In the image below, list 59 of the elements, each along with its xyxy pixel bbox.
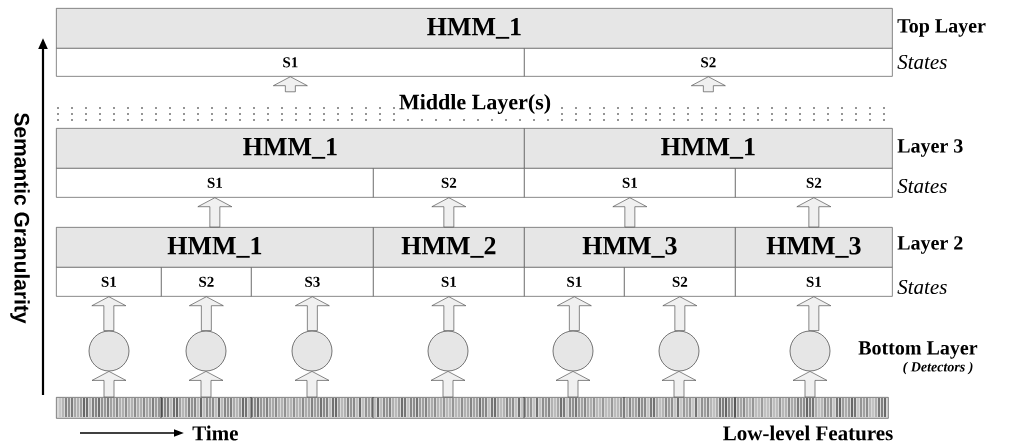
block-arrow [796,197,832,228]
block-arrow [91,371,127,398]
states-label: States [897,54,947,70]
model-box: HMM_3 [524,227,736,268]
state-cell: S1 [56,48,525,77]
detector-circle [552,330,594,372]
block-arrow [273,76,308,93]
axis-label: Semantic Granularity [10,113,30,324]
detector-circle [291,330,333,372]
state-cell: S2 [735,168,893,198]
block-arrow [796,296,832,331]
node-label: Middle Layer(s) [399,94,551,115]
block-arrow [294,371,330,398]
layer-label: Layer 3 [897,139,963,157]
detector-circle [658,330,700,372]
feature-strip [56,396,889,419]
states-label: States [897,279,947,295]
states-label: States [897,178,947,194]
block-arrow [189,296,224,331]
block-arrow [295,296,330,331]
block-arrow [430,371,466,398]
block-arrow [197,197,233,228]
block-arrow [662,296,698,331]
state-cell: S1 [373,267,525,297]
layer-label: Bottom Layer [858,341,978,359]
block-arrow [691,76,726,93]
layer-label: Layer 2 [897,236,963,254]
state-cell: S2 [161,267,252,297]
detector-circle [185,330,227,372]
state-cell: S2 [624,267,736,297]
state-cell: S1 [56,267,162,297]
dotted-band: Middle Layer(s) [57,92,885,121]
block-arrow [557,296,592,331]
state-cell: S2 [373,168,525,198]
detector-circle [88,330,130,372]
model-box: HMM_1 [524,128,893,169]
block-arrow [792,371,828,398]
layer-note: ( Detectors ) [903,361,973,375]
axis-label: Time [192,425,238,441]
model-box: HMM_2 [373,227,525,268]
state-cell: S1 [735,267,893,297]
block-arrow [431,197,467,228]
axis-label: Low-level Features [723,425,893,441]
block-arrow [91,296,127,331]
state-cell: S2 [524,48,893,77]
model-box: HMM_1 [56,8,893,49]
detector-circle [427,330,469,372]
state-cell: S3 [251,267,374,297]
model-box: HMM_1 [56,128,525,169]
block-arrow [555,371,591,398]
model-box: HMM_3 [735,227,893,268]
state-cell: S1 [524,267,625,297]
detector-circle [789,330,831,372]
block-arrow [661,371,697,398]
block-arrow [188,371,224,398]
block-arrow [431,296,467,331]
layer-label: Top Layer [897,19,986,37]
state-cell: S1 [524,168,736,198]
block-arrow [612,197,648,228]
